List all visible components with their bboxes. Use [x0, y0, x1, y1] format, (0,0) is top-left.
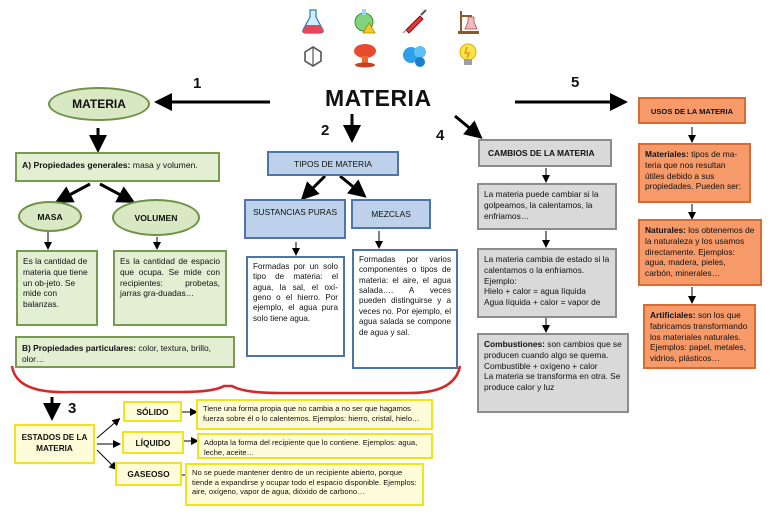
lab-stand-icon — [458, 11, 479, 34]
liquido-description: Adopta la forma del recipiente que lo co… — [197, 433, 433, 459]
center-title: MATERIA — [325, 85, 432, 111]
cambios-box-2: La materia cambia de estado si la calent… — [477, 248, 617, 318]
water-drops-icon — [403, 46, 426, 67]
red-brace — [10, 365, 462, 395]
cambios-box-2-line-4: Agua líquida + calor = vapor de — [484, 297, 601, 307]
naturales-box: Naturales: los obtenemos de la naturalez… — [638, 219, 762, 286]
masa-node: MASA — [18, 201, 82, 232]
materiales-label: Materiales: — [645, 149, 689, 159]
propiedades-generales-box: A) Propiedades generales: masa y volumen… — [15, 152, 220, 182]
combustiones-line-2: La materia se transforma en otra. Se pro… — [484, 371, 621, 392]
flask-icon — [302, 9, 324, 34]
warning-flask-icon — [354, 9, 376, 34]
naturales-label: Naturales: — [645, 225, 686, 235]
gaseoso-box: GASEOSO — [115, 462, 182, 486]
mezclas-box: MEZCLAS — [351, 199, 431, 229]
propiedades-particulares-text: color, textura, brillo, olor… — [22, 343, 211, 364]
explosion-icon — [354, 44, 376, 68]
estados-de-la-materia-box: ESTADOS DE LA MATERIA — [14, 424, 95, 464]
propiedades-particulares-label: B) Propiedades particulares: — [22, 343, 137, 353]
materiales-box: Materiales: tipos de ma-teria que nos re… — [638, 143, 751, 203]
step-number-5: 5 — [571, 74, 580, 91]
combustiones-label: Combustiones: — [484, 339, 545, 349]
combustiones-text: son cambios que se producen cuando algo … — [484, 339, 622, 360]
cambios-box-2-line-2: Ejemplo: — [484, 275, 517, 286]
naturales-text: los obtenemos de la naturaleza y los usa… — [645, 225, 755, 278]
arrow-to-volumen — [99, 182, 136, 203]
cambios-box-2-line-3: Hielo + calor = agua líquida — [484, 286, 586, 297]
tipos-de-materia-box: TIPOS DE MATERIA — [267, 151, 399, 176]
arrow-to-mezclas — [339, 174, 367, 198]
molecule-icon — [304, 46, 322, 67]
science-icons — [300, 8, 490, 72]
sustancias-puras-box: SUSTANCIAS PURAS — [244, 199, 346, 239]
solido-box: SÓLIDO — [123, 401, 182, 422]
combustiones-box: Combustiones: son cambios que se produce… — [477, 333, 629, 413]
arrow-to-masa — [54, 182, 91, 203]
step-number-1: 1 — [193, 75, 202, 92]
artificiales-label: Artificiales: — [650, 310, 696, 320]
sustancias-puras-description: Formadas por un solo tipo de materia: el… — [246, 256, 345, 357]
propiedades-generales-label: A) Propiedades generales: — [22, 160, 131, 170]
cambios-box-2-line-1: La materia cambia de estado si la calent… — [484, 254, 610, 275]
step-number-2: 2 — [321, 122, 330, 139]
step-number-4: 4 — [436, 127, 445, 144]
masa-description: Es la cantidad de materia que tiene un o… — [16, 250, 98, 326]
gaseoso-description: No se puede mantener dentro de un recipi… — [185, 463, 424, 506]
syringe-icon — [402, 9, 427, 34]
cambios-box-1: La materia puede cambiar si la golpeamos… — [477, 183, 617, 230]
lightbulb-icon — [459, 43, 477, 65]
volumen-node: VOLUMEN — [112, 199, 200, 236]
cambios-de-la-materia-box: CAMBIOS DE LA MATERIA — [478, 139, 612, 167]
step-number-3: 3 — [68, 400, 77, 417]
arrow-4 — [454, 114, 483, 139]
propiedades-generales-text: masa y volumen. — [130, 160, 198, 170]
propiedades-particulares-box: B) Propiedades particulares: color, text… — [15, 336, 235, 368]
artificiales-text: son los que fabricamos transformando los… — [650, 310, 748, 363]
volumen-description: Es la cantidad de espacio que ocupa. Se … — [113, 250, 227, 326]
solido-description: Tiene una forma propia que no cambia a n… — [196, 399, 433, 430]
artificiales-box: Artificiales: son los que fabricamos tra… — [643, 304, 756, 369]
materia-node: MATERIA — [48, 87, 150, 121]
usos-de-la-materia-box: USOS DE LA MATERIA — [638, 97, 746, 124]
liquido-box: LÍQUIDO — [122, 431, 184, 454]
combustiones-line-1: Combustible + oxígeno + calor — [484, 360, 598, 371]
mezclas-description: Formadas por varios componentes o tipos … — [352, 249, 458, 369]
arrow-to-sustancias — [300, 174, 327, 201]
materiales-text: tipos de ma-teria que nos resultan útile… — [645, 149, 741, 192]
